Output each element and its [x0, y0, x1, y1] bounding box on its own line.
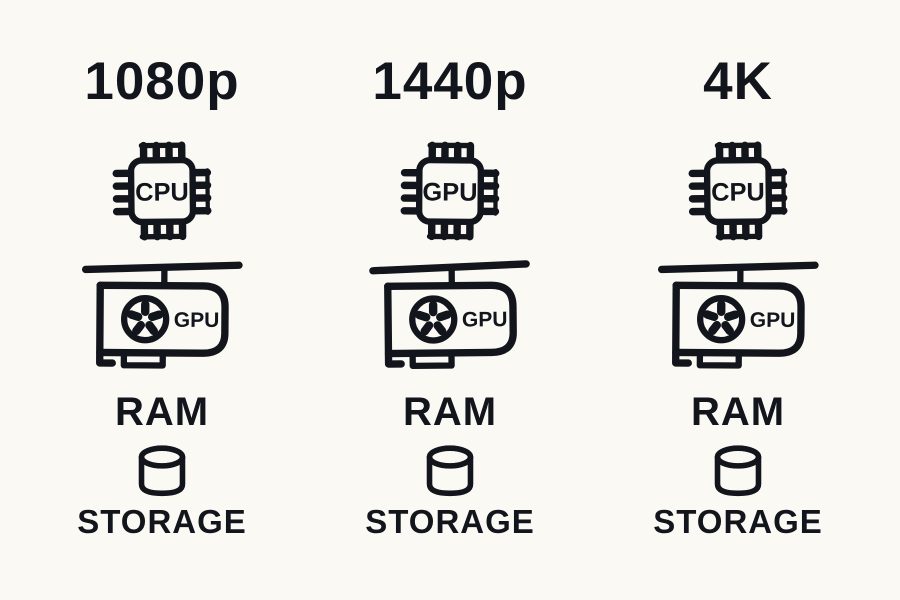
chip-label: GPU [422, 178, 477, 206]
cpu-chip-icon: CPU [684, 137, 791, 244]
gpu-card-label: GPU [462, 308, 508, 331]
storage-cylinder-icon [421, 444, 479, 498]
storage-cylinder-icon [133, 444, 191, 498]
gpu-card-icon: GPU [654, 253, 823, 372]
storage-label: STORAGE [77, 503, 247, 540]
gpu-card-icon: GPU [365, 253, 534, 373]
column-1080p: 1080p CPU GPU RAM STORAGE [18, 0, 306, 600]
storage-label: STORAGE [653, 503, 823, 540]
ram-label: RAM [114, 390, 210, 434]
chip-label: CPU [711, 178, 765, 207]
storage-label: STORAGE [365, 503, 535, 540]
ram-label: RAM [402, 390, 498, 434]
gpu-card-label: GPU [750, 309, 796, 332]
ram-label: RAM [690, 390, 786, 434]
resolution-title: 1440p [372, 52, 528, 111]
resolution-title: 1080p [84, 52, 240, 111]
gpu-card-label: GPU [174, 309, 220, 332]
gpu-chip-icon: GPU [397, 138, 504, 245]
resolution-title: 4K [703, 52, 773, 111]
storage-cylinder-icon [709, 444, 767, 498]
gpu-card-icon: GPU [78, 253, 247, 372]
column-1440p: 1440p GPU GPU RAM STORAGE [306, 0, 594, 600]
cpu-chip-icon: CPU [108, 137, 215, 244]
chip-label: CPU [135, 178, 189, 207]
column-4k: 4K CPU GPU RAM STORAGE [594, 0, 882, 600]
